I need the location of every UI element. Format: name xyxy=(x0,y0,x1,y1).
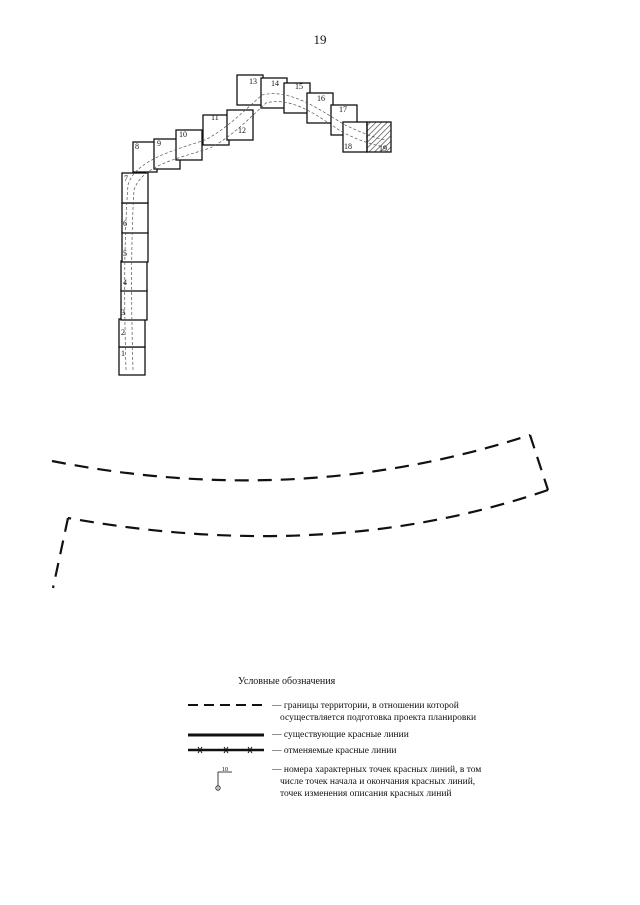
sheet-label-4: 4 xyxy=(123,278,127,287)
point-marker-label: 10 xyxy=(222,767,228,773)
legend-boundary-text: — границы территории, в отношении которо… xyxy=(272,701,459,711)
sheet-label-5: 5 xyxy=(123,249,127,258)
sheet-label-9: 9 xyxy=(157,139,161,148)
sheet-label-15: 15 xyxy=(295,82,303,91)
sheet-cell-3 xyxy=(120,289,148,321)
boundary-left-edge xyxy=(51,517,70,589)
legend-points-text: — номера характерных точек красных линий… xyxy=(272,765,482,775)
page-number: 19 xyxy=(313,32,327,47)
legend-title: Условные обозначения xyxy=(238,676,336,687)
point-marker-symbol: 10 xyxy=(215,767,232,791)
sheet-cell-18 xyxy=(342,121,368,153)
sheet-label-6: 6 xyxy=(123,219,127,228)
sheet-label-13: 13 xyxy=(249,77,257,86)
sheet-cell-11 xyxy=(202,114,230,146)
boundary-right-edge xyxy=(528,434,550,491)
sheet-label-16: 16 xyxy=(317,94,325,103)
sheet-cell-14 xyxy=(260,77,288,109)
legend-points-text-2: числе точек начала и окончания красных л… xyxy=(280,777,476,787)
sheet-label-1: 1 xyxy=(121,349,125,358)
legend-item-points: 10 — номера характерных точек красных ли… xyxy=(186,764,546,806)
sheet-label-11: 11 xyxy=(211,113,219,122)
dashed-line-symbol xyxy=(188,704,264,706)
sheet-label-2: 2 xyxy=(121,328,125,337)
sheet-label-10: 10 xyxy=(179,130,187,139)
boundary-inner-arc xyxy=(67,488,549,538)
solid-thick-line-symbol xyxy=(188,733,264,737)
sheet-cell-4 xyxy=(120,260,148,292)
legend-cancelled-text: — отменяемые красные линии xyxy=(272,746,397,756)
sheet-label-12: 12 xyxy=(238,126,246,135)
sheet-cell-13 xyxy=(236,74,264,106)
sheet-cell-15 xyxy=(283,82,311,114)
sheet-label-7: 7 xyxy=(124,174,128,183)
sheet-cell-19 xyxy=(366,121,392,153)
crossed-line-symbol xyxy=(188,746,264,754)
boundary-outer-arc xyxy=(51,433,531,482)
sheet-label-19: 19 xyxy=(379,144,387,153)
sheet-label-8: 8 xyxy=(135,142,139,151)
sheet-label-18: 18 xyxy=(344,142,352,151)
sheet-label-14: 14 xyxy=(271,79,279,88)
legend-existing-text: — существующие красные линии xyxy=(272,730,409,740)
legend-boundary-text-2: осуществляется подготовка проекта планир… xyxy=(280,713,477,723)
sheet-label-3: 3 xyxy=(121,308,125,317)
sheet-label-17: 17 xyxy=(339,105,347,114)
legend-points-text-3: точек изменения описания красных линий xyxy=(280,789,452,799)
